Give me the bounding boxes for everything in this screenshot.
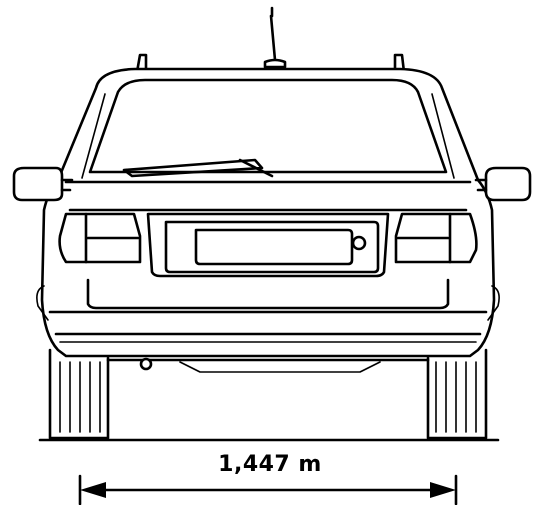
antenna [263,6,287,69]
roof-rails [135,53,406,74]
lock-icon [351,235,367,251]
car-body [40,67,496,358]
underbody [106,357,430,373]
right-tail-light [394,212,478,264]
side-contours [36,285,500,321]
right-tire [426,348,488,440]
rear-bumper [48,278,488,343]
track-width-label: 1,447 m [218,452,322,477]
license-plate-area [146,212,390,278]
left-mirror [12,166,74,202]
right-mirror [474,166,532,202]
left-tire [48,348,110,440]
left-tail-light [58,212,142,264]
track-width-dimension [78,474,458,505]
